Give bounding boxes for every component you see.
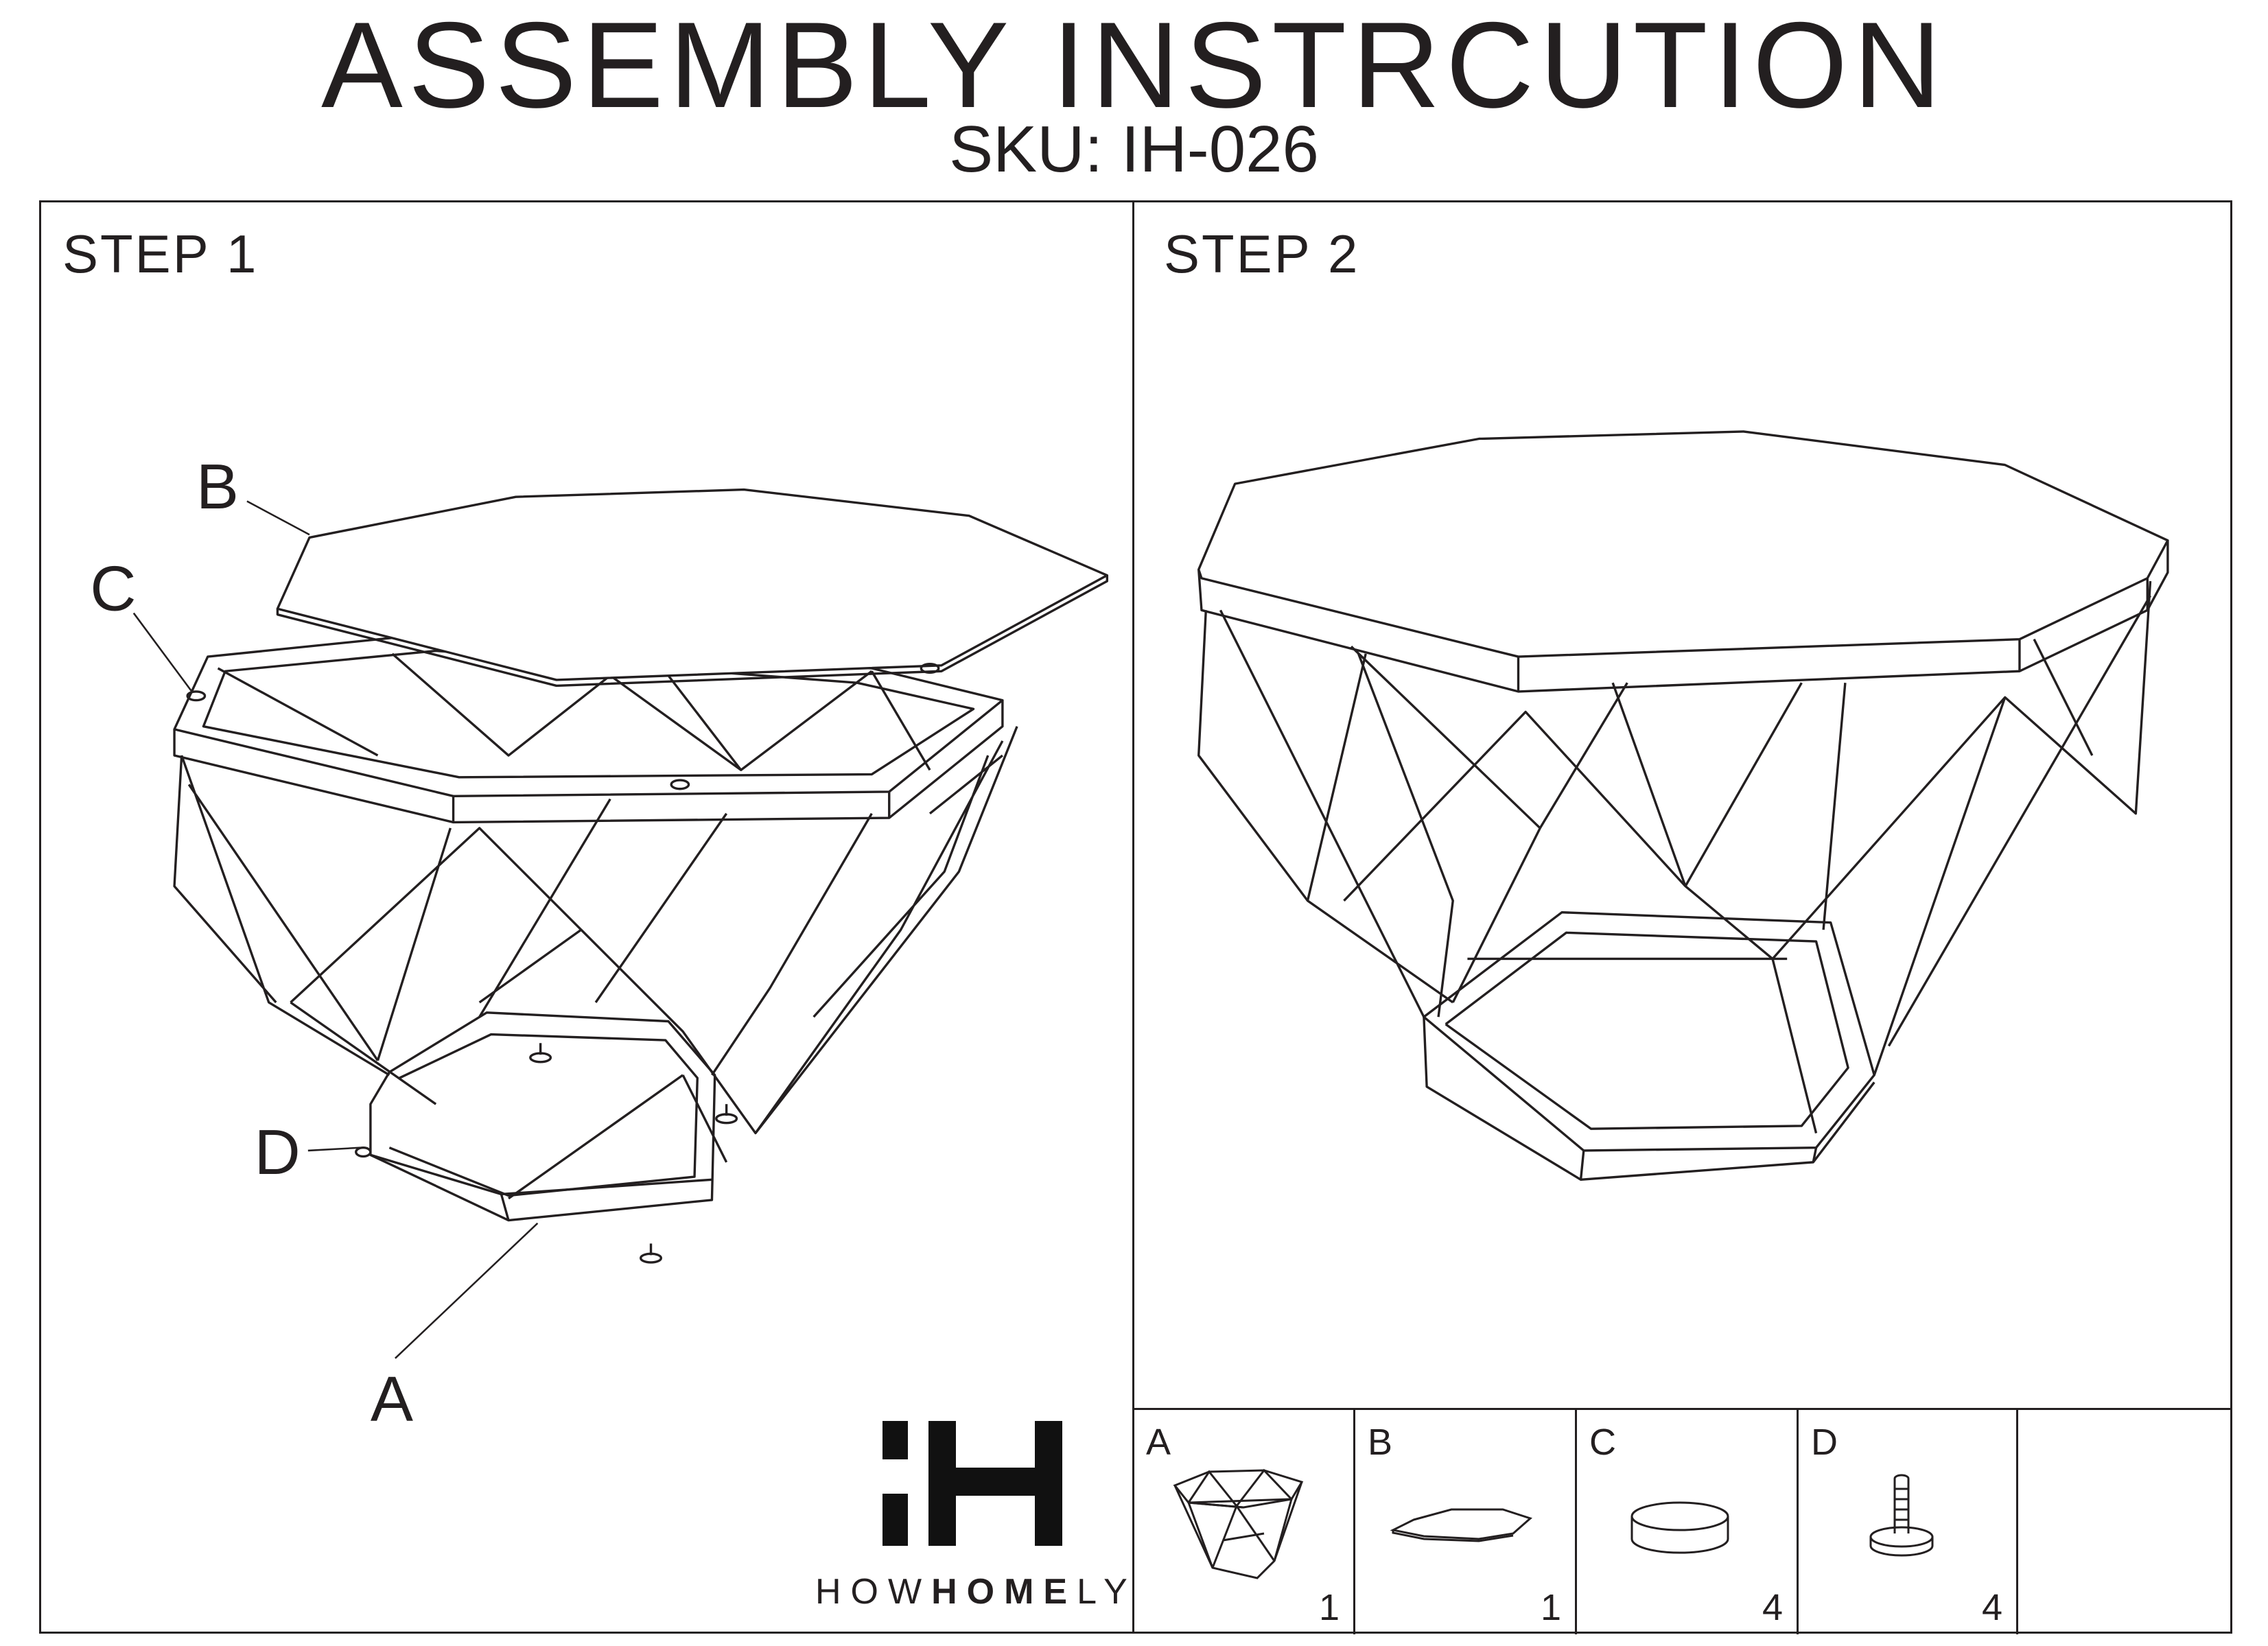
part-quantity: 4 <box>1981 1587 2002 1628</box>
sku-label: SKU: IH-026 <box>949 113 1319 186</box>
part-b: B 1 <box>1355 1410 1577 1634</box>
part-quantity: 1 <box>1318 1587 1340 1628</box>
part-d: D 4 <box>1799 1410 2018 1634</box>
feet-d <box>355 1043 738 1264</box>
document-title: ASSEMBLY INSTRCUTION <box>321 0 1947 133</box>
parts-list: A 1 B 1 C 4 D 4 <box>1134 1408 2230 1634</box>
brand-how: HOW <box>815 1572 932 1612</box>
part-label: A <box>1146 1422 1171 1463</box>
pads-c <box>186 662 940 790</box>
step-1-label: STEP 1 <box>62 224 259 284</box>
brand-ly: LY <box>1077 1572 1137 1612</box>
rubber-pad-icon <box>1630 1501 1729 1554</box>
ih-logo-mark <box>882 1421 1062 1546</box>
glass-top-icon <box>1390 1508 1532 1542</box>
callout-b: B <box>196 451 239 522</box>
part-empty-cell <box>2018 1410 2236 1634</box>
howhomely-logo <box>882 1421 1062 1549</box>
brand-name: HOWHOMELY <box>815 1571 1137 1612</box>
step-2-label: STEP 2 <box>1164 224 1360 284</box>
instruction-frame <box>39 200 2232 1634</box>
part-label: B <box>1368 1422 1393 1463</box>
leveling-foot-icon <box>1869 1474 1934 1557</box>
callout-leaders <box>132 500 539 1359</box>
part-quantity: 1 <box>1540 1587 1561 1628</box>
frame-a-exploded <box>173 632 1018 1222</box>
part-quantity: 4 <box>1762 1587 1783 1628</box>
brand-home: HOME <box>931 1572 1077 1612</box>
callout-a: A <box>371 1363 413 1435</box>
part-label: D <box>1811 1422 1838 1463</box>
callout-d: D <box>255 1116 301 1188</box>
step-1-illustration: B C D A <box>90 451 1109 1435</box>
part-a: A 1 <box>1134 1410 1355 1634</box>
callout-c: C <box>90 552 136 624</box>
table-frame-icon <box>1173 1468 1304 1579</box>
part-c: C 4 <box>1577 1410 1799 1634</box>
part-label: C <box>1589 1422 1616 1463</box>
step-divider <box>1132 200 1134 1634</box>
glass-top-b-exploded <box>276 488 1109 687</box>
step-2-illustration <box>1197 430 2169 1181</box>
